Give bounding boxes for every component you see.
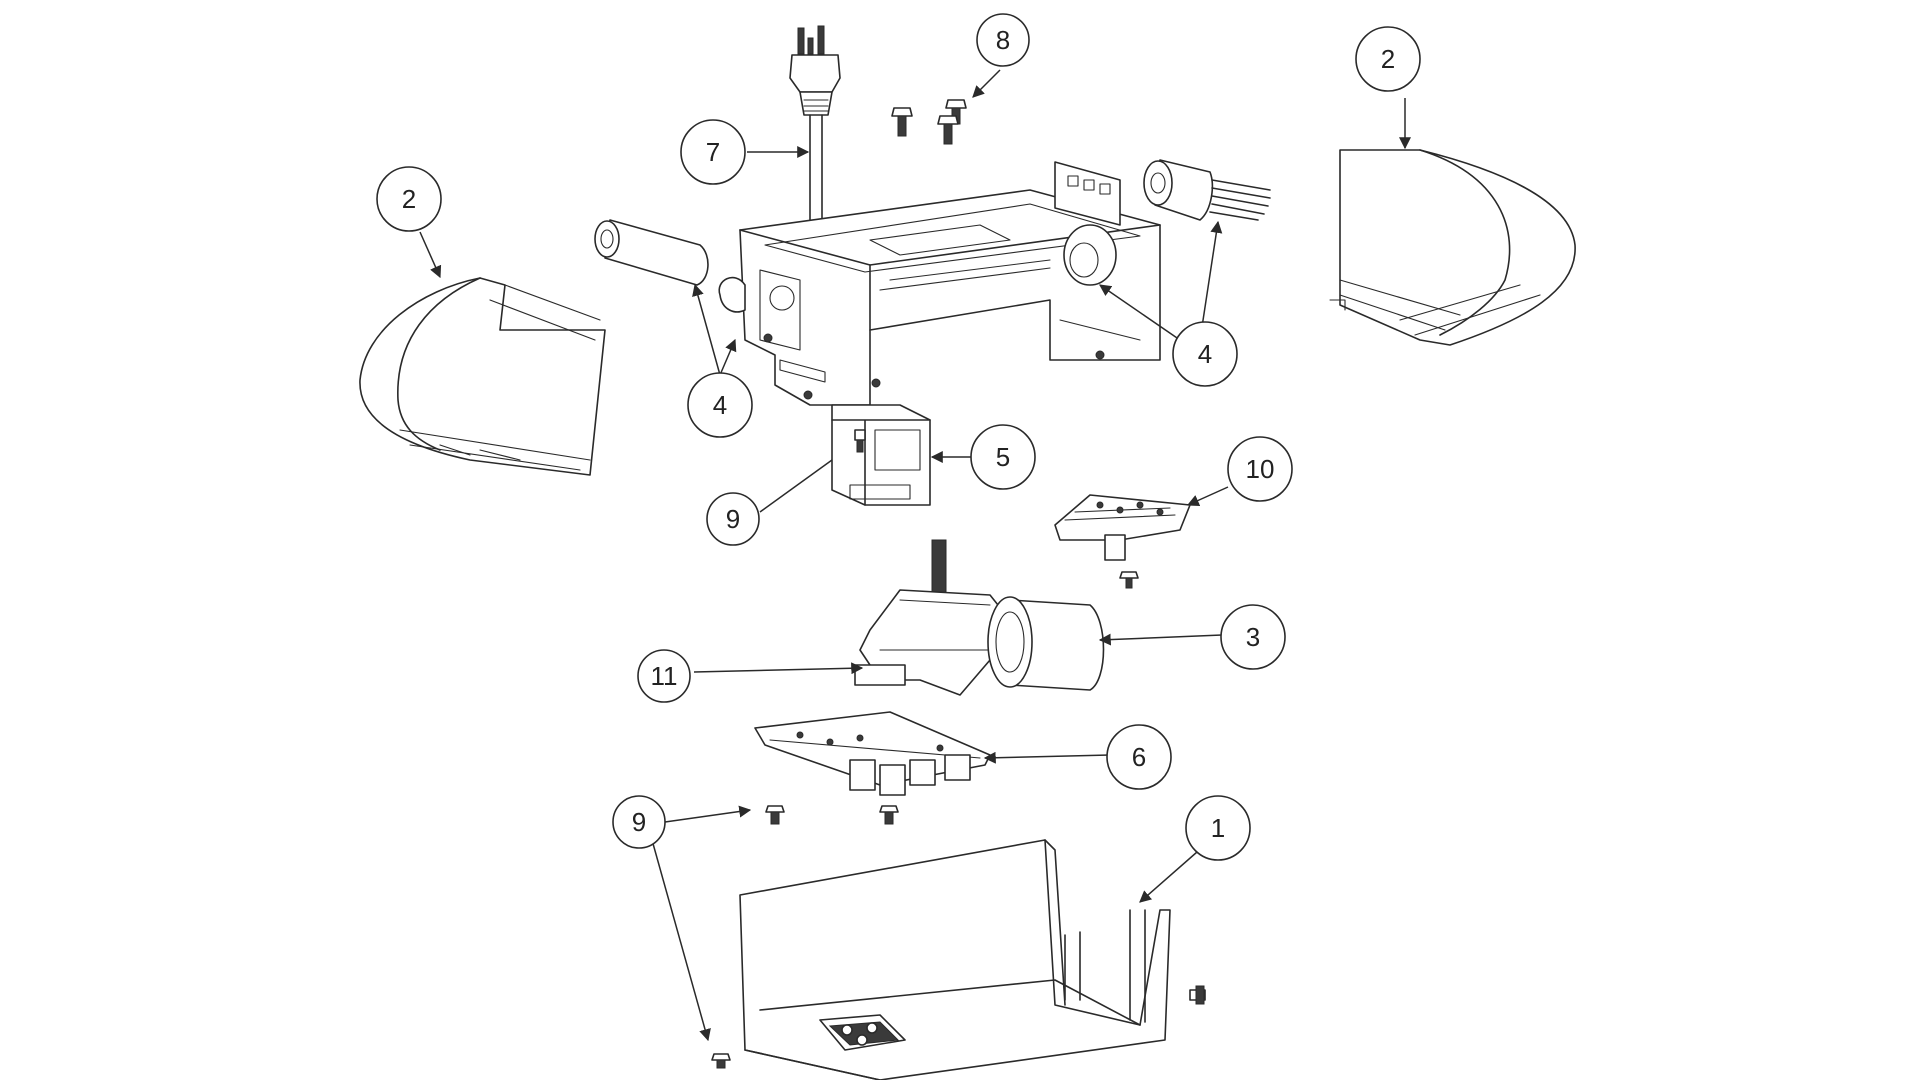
transformer-block-part bbox=[831, 404, 931, 506]
callout-7: 7 bbox=[680, 119, 746, 185]
bottom-cover-part bbox=[739, 839, 1171, 1080]
svg-text:4: 4 bbox=[713, 390, 727, 420]
svg-text:1: 1 bbox=[1211, 813, 1225, 843]
callout-10: 10 bbox=[1227, 436, 1293, 502]
light-bulb-left-part bbox=[594, 219, 709, 286]
svg-text:10: 10 bbox=[1246, 454, 1275, 484]
main-logic-board-part bbox=[754, 711, 991, 796]
svg-text:2: 2 bbox=[402, 184, 416, 214]
callout-9-lower: 9 bbox=[612, 795, 666, 849]
svg-text:8: 8 bbox=[996, 25, 1010, 55]
callout-11: 11 bbox=[637, 649, 691, 703]
callout-2-right: 2 bbox=[1355, 26, 1421, 92]
screws-top-part bbox=[891, 99, 967, 145]
callout-6: 6 bbox=[1106, 724, 1172, 790]
svg-text:4: 4 bbox=[1198, 339, 1212, 369]
svg-text:9: 9 bbox=[726, 504, 740, 534]
light-socket-right-part bbox=[1143, 159, 1271, 221]
leader-lines bbox=[419, 69, 1411, 1042]
callout-4-right: 4 bbox=[1172, 321, 1238, 387]
callout-8: 8 bbox=[976, 13, 1030, 67]
chassis-frame-part bbox=[718, 161, 1161, 406]
motor-gear-assembly-part bbox=[854, 539, 1105, 696]
svg-text:6: 6 bbox=[1132, 742, 1146, 772]
svg-text:9: 9 bbox=[632, 807, 646, 837]
callout-3: 3 bbox=[1220, 604, 1286, 670]
svg-text:5: 5 bbox=[996, 442, 1010, 472]
callout-2-left: 2 bbox=[376, 166, 442, 232]
callout-5: 5 bbox=[970, 424, 1036, 490]
svg-text:7: 7 bbox=[706, 137, 720, 167]
svg-text:3: 3 bbox=[1246, 622, 1260, 652]
svg-text:2: 2 bbox=[1381, 44, 1395, 74]
callout-4-left: 4 bbox=[687, 372, 753, 438]
callout-1: 1 bbox=[1185, 795, 1251, 861]
screws-small-part bbox=[711, 805, 1206, 1069]
power-cord-part bbox=[789, 25, 841, 241]
light-lens-right-part bbox=[1329, 149, 1576, 346]
small-logic-board-part bbox=[1054, 494, 1191, 589]
svg-text:11: 11 bbox=[651, 661, 678, 691]
callout-9-upper: 9 bbox=[706, 492, 760, 546]
light-lens-left-part bbox=[359, 277, 606, 476]
